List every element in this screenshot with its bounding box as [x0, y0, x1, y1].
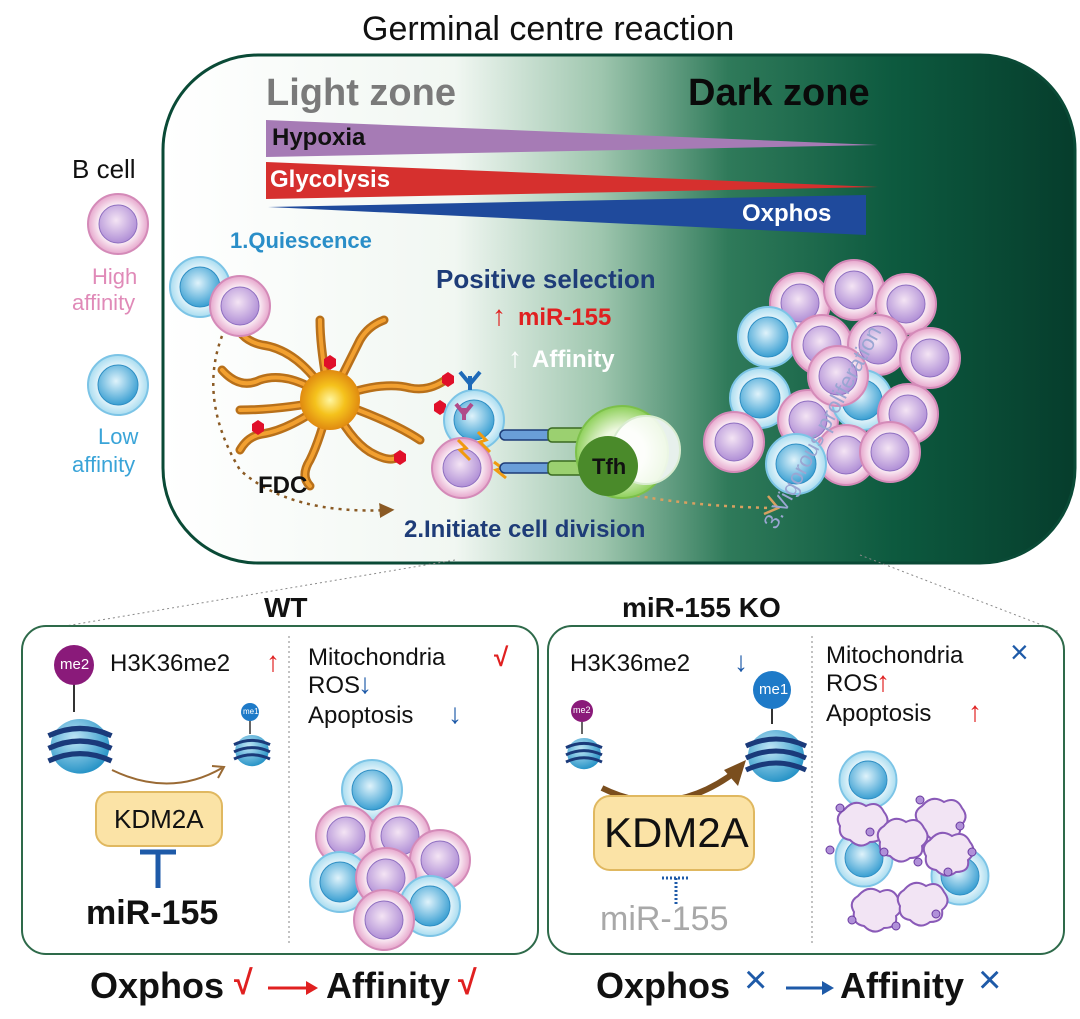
- positive-selection-label: Positive selection: [436, 264, 656, 294]
- wt-demethylation-arrow: [111, 767, 223, 785]
- step-quiescence-label: 1.Quiescence: [230, 228, 372, 253]
- glycolysis-wedge: [266, 162, 878, 199]
- wt-me1-nucleosome: [232, 703, 272, 768]
- tfh-cell: [575, 405, 681, 499]
- legend-low-affinity-label-1: Low: [98, 424, 139, 449]
- oxphos-label: Oxphos: [742, 200, 832, 227]
- ko-me1-nucleosome: [746, 671, 806, 782]
- affinity-up-arrow: ↑: [508, 342, 522, 373]
- light-zone-label: Light zone: [266, 72, 456, 114]
- wt-me2-badge: me2: [60, 656, 90, 673]
- wt-title: WT: [264, 592, 308, 623]
- ko-apoptotic-cells: [825, 750, 990, 933]
- wt-me1-badge: me1: [243, 707, 259, 716]
- hypoxia-wedge: [266, 120, 878, 157]
- fdc-label: FDC: [258, 472, 308, 499]
- ko-ros-label: ROS: [826, 670, 879, 697]
- mir155-label: miR-155: [518, 304, 612, 331]
- wt-kdm2a-box: [95, 791, 223, 847]
- ko-kdm2a-label: KDM2A: [604, 809, 749, 856]
- ko-inhibition-bar: [662, 876, 690, 906]
- ko-kdm2a-box: [593, 795, 755, 871]
- legend-high-affinity-label-2: affinity: [72, 290, 136, 315]
- diagram-title: Germinal centre reaction: [362, 10, 735, 48]
- ko-bottom-oxphos: Oxphos: [596, 965, 731, 1006]
- wt-mir155-label: miR-155: [86, 894, 219, 932]
- legend-b-cell-label: B cell: [72, 154, 136, 184]
- ko-h3k36me2-mark: ↓: [734, 646, 748, 677]
- dark-zone-label: Dark zone: [688, 72, 870, 114]
- legend-high-affinity-cell: [87, 193, 149, 255]
- ko-bottom-affinity: Affinity: [840, 965, 964, 1006]
- wt-apoptosis-mark: ↓: [448, 698, 462, 729]
- ko-apoptosis-label: Apoptosis: [826, 700, 932, 727]
- wt-inhibition-bar: [140, 849, 176, 888]
- wt-h3k36me2-mark: ↑: [266, 646, 280, 677]
- quiescent-pink-cell: [209, 275, 271, 337]
- legend-low-affinity-cell: [87, 354, 149, 416]
- ko-me2-badge: me2: [573, 705, 591, 715]
- ko-title: miR-155 KO: [622, 592, 781, 623]
- wt-ros-label: ROS: [308, 672, 361, 699]
- step-initiate-label: 2.Initiate cell division: [404, 516, 646, 543]
- wt-h3k36me2-label: H3K36me2: [110, 650, 231, 677]
- wt-apoptosis-label: Apoptosis: [308, 702, 414, 729]
- selection-synapse: [431, 370, 591, 499]
- mir155-up-arrow: ↑: [492, 300, 506, 331]
- glycolysis-label: Glycolysis: [270, 166, 391, 193]
- oxphos-wedge: [268, 195, 866, 235]
- ko-mir155-label: miR-155: [600, 900, 729, 938]
- wt-bottom-oxphos: Oxphos: [90, 965, 225, 1006]
- ko-bottom-affinity-mark: ×: [978, 958, 1002, 1002]
- ko-bottom-oxphos-mark: ×: [744, 958, 768, 1002]
- wt-ros-mark: ↓: [358, 668, 372, 699]
- legend-low-affinity-label-2: affinity: [72, 452, 136, 477]
- wt-bottom-affinity-mark: √: [458, 964, 477, 1002]
- ko-me1-badge: me1: [759, 681, 789, 698]
- ko-apoptosis-mark: ↑: [968, 696, 982, 727]
- wt-mitochondria-mark: √: [494, 642, 509, 672]
- affinity-label: Affinity: [532, 346, 615, 373]
- wt-bottom-oxphos-mark: √: [234, 964, 253, 1002]
- legend-high-affinity-label-1: High: [92, 264, 138, 289]
- selection-path-arrow: [212, 335, 395, 519]
- ko-mitochondria-label: Mitochondria: [826, 642, 964, 669]
- fdc-cell: [217, 315, 454, 491]
- wt-me2-nucleosome: [49, 645, 112, 774]
- wt-mitochondria-label: Mitochondria: [308, 644, 446, 671]
- tfh-label: Tfh: [592, 454, 627, 479]
- hypoxia-label: Hypoxia: [272, 124, 366, 151]
- ko-h3k36me2-label: H3K36me2: [570, 650, 691, 677]
- wt-kdm2a-label: KDM2A: [114, 804, 204, 834]
- ko-ros-mark: ↑: [876, 666, 890, 697]
- ko-me2-nucleosome: [564, 700, 604, 771]
- ko-mitochondria-mark: ×: [1010, 634, 1029, 670]
- wt-bottom-affinity: Affinity: [326, 965, 450, 1006]
